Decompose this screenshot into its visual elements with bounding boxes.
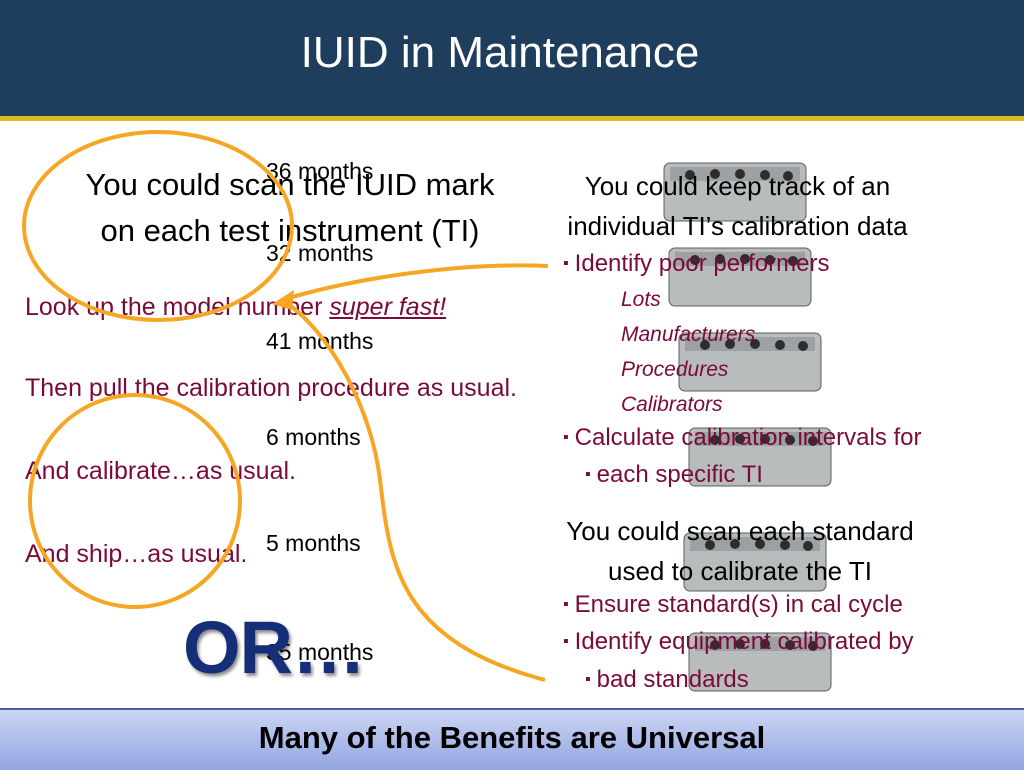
bullet-identify-equipment: Identify equipment calibrated by [563,624,914,660]
track-line-2: individual TI’s calibration data [567,211,908,241]
header-bar [0,0,1024,116]
poor-performers-sublist: Lots Manufacturers Procedures Calibrator… [621,282,755,422]
or-label: OR… [183,606,366,689]
scan-standard-line-1: You could scan each standard [566,516,914,546]
scan-standard-heading: You could scan each standard used to cal… [525,511,955,591]
test-instrument-image [678,332,822,392]
bullet-calculate-intervals: Calculate calibration intervals for [563,420,922,456]
scan-standard-line-2: used to calibrate the TI [607,556,872,586]
calibrate-text: And calibrate…as usual. [25,457,296,485]
sub-item-procedures: Procedures [621,358,729,381]
track-calibration-heading: You could keep track of an individual TI… [525,166,950,246]
sub-item-calibrators: Calibrators [621,393,723,416]
months-label: 6 months [266,424,361,450]
lookup-model-emphasis: super fast! [329,293,447,321]
track-line-1: You could keep track of an [584,171,891,201]
bullet-identify-equipment-cont: bad standards [585,662,749,698]
months-label: 35 months [266,639,374,665]
header-stripe [0,116,1024,121]
months-label: 36 months [266,158,374,184]
ship-text: And ship…as usual. [25,540,248,568]
bullet-calculate-intervals-cont: each specific TI [585,457,763,493]
months-label: 5 months [266,530,361,556]
footer-text: Many of the Benefits are Universal [258,720,766,755]
bullet-ensure-standards: Ensure standard(s) in cal cycle [563,587,903,623]
test-instrument-image [663,162,807,222]
page-title: IUID in Maintenance [300,28,700,77]
sub-item-lots: Lots [621,288,661,311]
scan-highlight-circle [22,130,294,322]
bullet-poor-performers: Identify poor performers [563,246,830,282]
arrow-from-standards [280,298,546,682]
sub-item-manufacturers: Manufacturers [621,323,756,346]
footer-bar [0,708,1024,770]
scan-iuid-line-1: You could scan the IUID mark [85,167,495,202]
calibrate-ship-highlight-circle [28,393,242,609]
arrow-to-scan [281,263,549,302]
